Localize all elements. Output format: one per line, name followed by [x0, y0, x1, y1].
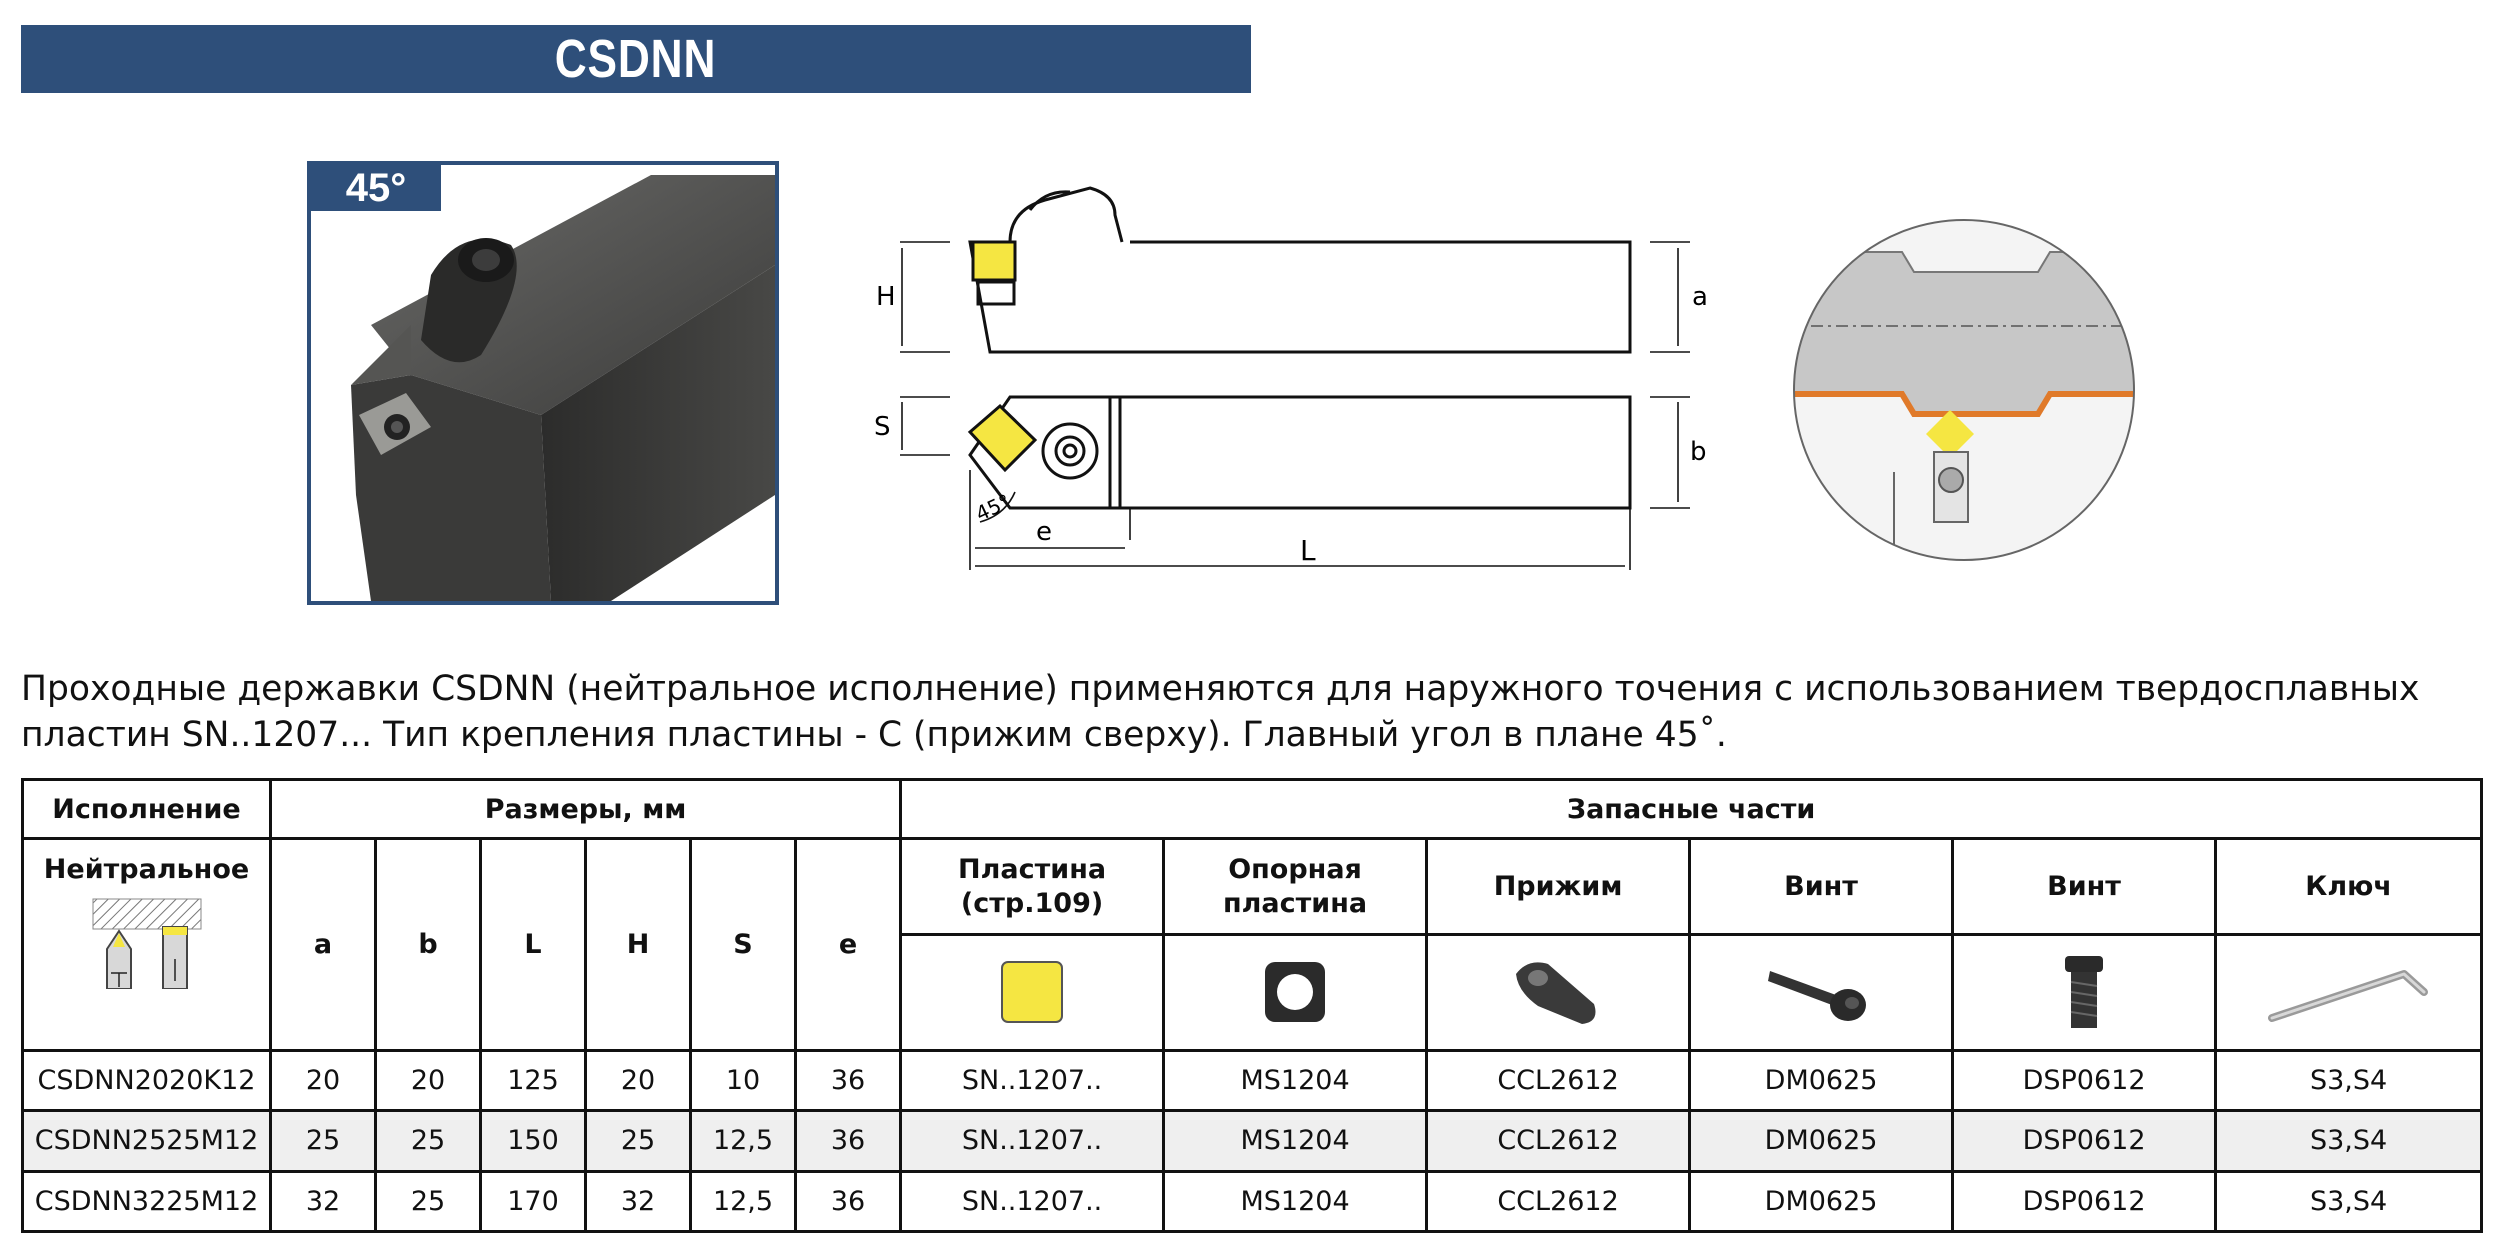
col-L: L: [479, 837, 587, 1052]
col-insert-line1: Пластина: [958, 853, 1107, 885]
hex-key-icon: [2267, 970, 2428, 1023]
clamp-screw-icon: [1768, 971, 1867, 1022]
hex-key-icon-cell: [2214, 933, 2484, 1052]
cell-key: S3,S4: [2214, 1048, 2484, 1113]
cell-insert: SN..1207..: [899, 1048, 1166, 1113]
insert-icon-cell: [899, 933, 1166, 1052]
header-spare-parts: Запасные части: [899, 777, 2484, 841]
cell-S: 12,5: [689, 1109, 797, 1173]
cell-L: 125: [479, 1048, 587, 1113]
cell-clamp: CCL2612: [1425, 1169, 1692, 1234]
cell-a: 32: [269, 1169, 377, 1234]
dim-label-H: H: [876, 282, 896, 312]
cell-clamp: CCL2612: [1425, 1109, 1692, 1173]
dim-label-L: L: [1300, 534, 1316, 567]
col-screw-2: Винт: [1951, 837, 2218, 937]
cell-e: 36: [793, 1109, 903, 1173]
neutral-variant-icon: [92, 898, 201, 990]
dim-label-e: e: [1036, 517, 1052, 547]
cell-code: CSDNN2525M12: [21, 1109, 272, 1173]
cell-code: CSDNN3225M12: [21, 1169, 272, 1234]
cell-shim: MS1204: [1162, 1048, 1429, 1113]
table-row: CSDNN3225M12 32 25 170 32 12,5 36 SN..12…: [21, 1169, 2484, 1234]
shim-screw-icon: [2065, 956, 2104, 1029]
cell-H: 20: [584, 1048, 692, 1113]
product-photo: 45°: [307, 161, 779, 605]
col-screw-1: Винт: [1688, 837, 1955, 937]
clamp-icon: [1516, 962, 1596, 1025]
cell-shim: MS1204: [1162, 1169, 1429, 1234]
dim-label-angle: 45°: [972, 489, 1014, 526]
cell-code: CSDNN2020K12: [21, 1048, 272, 1113]
col-e: e: [793, 837, 903, 1052]
machining-detail-diagram: [1793, 219, 2135, 561]
col-a: a: [269, 837, 377, 1052]
cell-b: 25: [374, 1169, 482, 1234]
page-title-bar: CSDNN: [21, 25, 1251, 93]
header-variant: Исполнение: [21, 777, 272, 841]
col-H: H: [584, 837, 692, 1052]
cell-S: 12,5: [689, 1169, 797, 1234]
col-key: Ключ: [2214, 837, 2484, 937]
technical-drawing: H a S b e L 45°: [874, 186, 1708, 570]
variant-neutral-cell: Нейтральное: [21, 837, 272, 1052]
dim-label-b: b: [1690, 437, 1707, 467]
page-title: CSDNN: [555, 29, 717, 89]
cell-shim: MS1204: [1162, 1109, 1429, 1173]
cell-L: 150: [479, 1109, 587, 1173]
description-line-2: пластин SN..1207... Тип крепления пласти…: [21, 715, 1727, 755]
cell-screw-2: DSP0612: [1951, 1048, 2218, 1113]
clamp-screw-icon-cell: [1688, 933, 1955, 1052]
shim-icon: [1265, 962, 1326, 1023]
angle-badge: 45°: [311, 165, 441, 211]
cell-H: 25: [584, 1109, 692, 1173]
table-row: CSDNN2525M12 25 25 150 25 12,5 36 SN..12…: [21, 1109, 2484, 1173]
col-insert-line2: (стр.109): [960, 887, 1104, 919]
dim-label-S: S: [874, 412, 891, 442]
clamp-icon-cell: [1425, 933, 1692, 1052]
cell-a: 25: [269, 1109, 377, 1173]
description-line-1: Проходные державки CSDNN (нейтральное ис…: [21, 669, 2420, 709]
col-shim-line2: пластина: [1223, 887, 1368, 919]
col-S: S: [689, 837, 797, 1052]
col-clamp: Прижим: [1425, 837, 1692, 937]
cell-insert: SN..1207..: [899, 1109, 1166, 1173]
cell-e: 36: [793, 1048, 903, 1113]
col-insert: Пластина (стр.109): [899, 837, 1166, 937]
insert-icon: [1001, 961, 1064, 1024]
specification-table: Исполнение Размеры, мм Запасные части Не…: [21, 777, 2484, 1234]
cell-screw-1: DM0625: [1688, 1048, 1955, 1113]
col-shim: Опорная пластина: [1162, 837, 1429, 937]
col-shim-line1: Опорная: [1228, 853, 1362, 885]
dim-label-a: a: [1692, 282, 1708, 312]
cell-screw-1: DM0625: [1688, 1109, 1955, 1173]
cell-screw-2: DSP0612: [1951, 1169, 2218, 1234]
product-description: Проходные державки CSDNN (нейтральное ис…: [21, 666, 2461, 758]
col-b: b: [374, 837, 482, 1052]
header-dimensions: Размеры, мм: [268, 777, 903, 841]
cell-key: S3,S4: [2214, 1169, 2484, 1234]
tool-holder-photo: [351, 175, 775, 601]
cell-b: 20: [374, 1048, 482, 1113]
table-row: CSDNN2020K12 20 20 125 20 10 36 SN..1207…: [21, 1048, 2484, 1113]
cell-L: 170: [479, 1169, 587, 1234]
cell-S: 10: [689, 1048, 797, 1113]
cell-clamp: CCL2612: [1425, 1048, 1692, 1113]
cell-screw-2: DSP0612: [1951, 1109, 2218, 1173]
cell-e: 36: [793, 1169, 903, 1234]
cell-a: 20: [269, 1048, 377, 1113]
variant-neutral-label: Нейтральное: [43, 854, 250, 886]
cell-insert: SN..1207..: [899, 1169, 1166, 1234]
shim-icon-cell: [1162, 933, 1429, 1052]
cell-H: 32: [584, 1169, 692, 1234]
cell-key: S3,S4: [2214, 1109, 2484, 1173]
cell-screw-1: DM0625: [1688, 1169, 1955, 1234]
shim-screw-icon-cell: [1951, 933, 2218, 1052]
cell-b: 25: [374, 1109, 482, 1173]
